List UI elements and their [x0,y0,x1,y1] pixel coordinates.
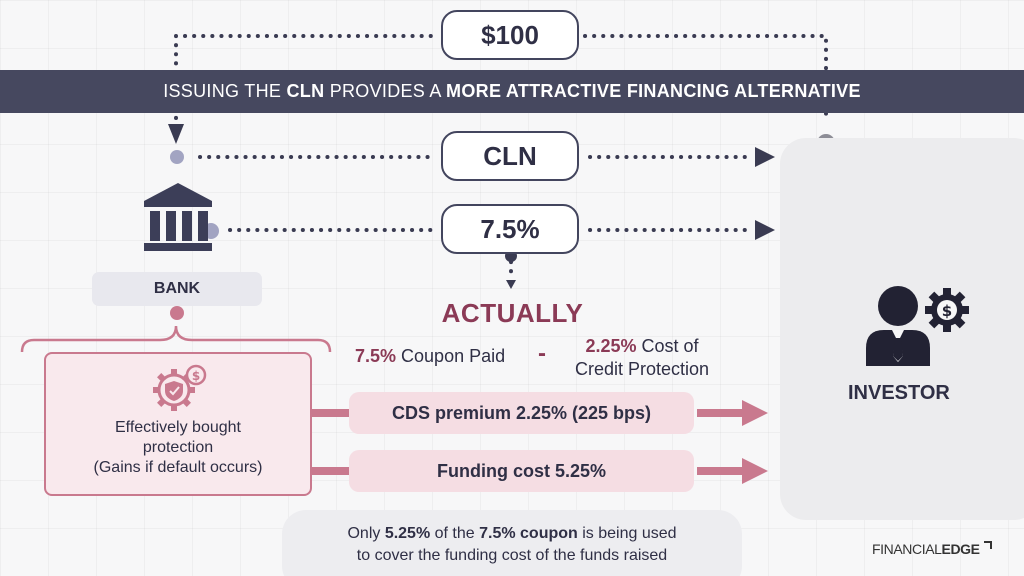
bank-brace [20,325,332,353]
funding-arrow [697,458,768,484]
note-line2: to cover the funding cost of the funds r… [356,547,668,564]
headline-banner: ISSUING THE CLN PROVIDES A MORE ATTRACTI… [0,70,1024,113]
banner-text-4: MORE ATTRACTIVE FINANCING ALTERNATIVE [446,81,861,101]
cln-arrow-head [755,147,775,167]
minus-sign: - [538,340,546,367]
protection-line1: Effectively bought [114,419,241,436]
cln-pill: CLN [441,131,579,181]
bank-connector-dot-top [170,150,184,164]
banner-text-2: CLN [286,81,325,101]
svg-text:$: $ [192,369,200,383]
funding-connector [312,467,349,475]
brand-part1: FINANCIAL [872,541,942,557]
coupon-paid-value: 7.5% [355,346,397,366]
actually-heading: ACTUALLY [441,298,584,328]
protection-text: Effectively bought protection (Gains if … [44,418,312,478]
credit-protection-rest: Cost of [636,336,699,356]
credit-protection-line2: Credit Protection [574,359,710,379]
banner-text-1: ISSUING THE [163,81,287,101]
coupon-arrow-head [755,220,775,240]
banner-text-3: PROVIDES A [324,81,447,101]
bank-icon [144,183,212,251]
svg-text:$: $ [942,302,952,320]
cln-text: CLN [483,140,537,171]
funding-cost-text: Funding cost 5.25% [436,460,607,481]
cds-premium-text: CDS premium 2.25% (225 bps) [391,402,652,423]
investor-label: INVESTOR [848,382,950,404]
brand-logo: FINANCIALEDGE [872,541,980,557]
note-p3: of the [430,525,480,542]
coupon-pill: 7.5% [441,204,579,254]
credit-protection-value: 2.25% [585,336,637,356]
brace-dot [170,306,184,320]
brand-mark-icon [984,541,992,549]
protection-line3: (Gains if default occurs) [93,459,263,476]
brand-part2: EDGE [941,541,980,557]
credit-protection-text: 2.25% Cost of Credit Protection [557,335,727,381]
protection-line2: protection [142,439,214,456]
bank-label-box: BANK [92,272,262,306]
note-p1: Only [347,525,385,542]
arrow-down-to-bank [168,124,184,144]
coupon-paid-text: 7.5% Coupon Paid [355,346,505,367]
top-loop-right [583,34,828,120]
amount-pill: $100 [441,10,579,60]
coupon-text: 7.5% [480,213,540,244]
shield-gear-icon: $ [153,364,207,411]
gear-dollar-icon: $ [925,288,969,332]
note-p5: is being used [577,525,677,542]
investor-icon: $ [866,286,969,366]
amount-text: $100 [481,19,539,50]
investor-panel [780,138,1024,520]
note-p4: 7.5% coupon [479,525,578,542]
note-box: Only 5.25% of the 7.5% coupon is being u… [282,510,742,576]
cds-arrow [697,400,768,426]
cds-connector [312,409,349,417]
coupon-paid-label: Coupon Paid [396,346,506,366]
cds-premium-pill: CDS premium 2.25% (225 bps) [349,392,694,434]
funding-cost-pill: Funding cost 5.25% [349,450,694,492]
coupon-down-arrow-head [506,280,516,289]
note-p2: 5.25% [384,525,431,542]
bank-label: BANK [153,280,201,297]
